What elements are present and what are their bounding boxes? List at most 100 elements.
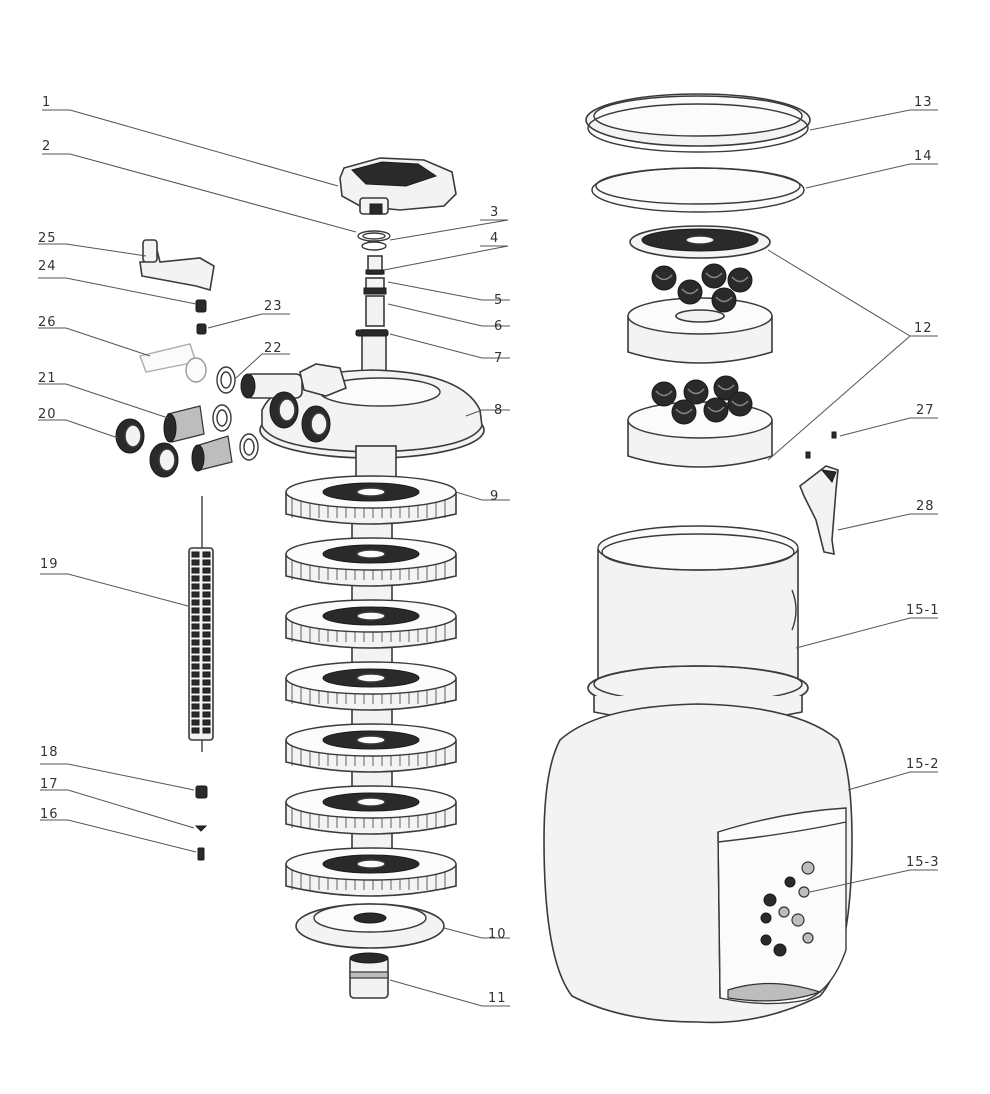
callout-14: 14 (914, 149, 933, 164)
tank-hole (760, 912, 772, 924)
part-disc-stack-9 (285, 475, 457, 897)
lateral-slot (191, 663, 200, 670)
lateral-slot (202, 663, 211, 670)
lateral-slot (202, 623, 211, 630)
lateral-disc (285, 599, 457, 679)
callout-17: 17 (40, 777, 59, 792)
lateral-slot (202, 711, 211, 718)
lateral-slot (191, 583, 200, 590)
part-stem-4 (365, 255, 385, 275)
callout-21: 21 (38, 371, 57, 386)
part-fitting-26 (139, 343, 207, 383)
filter-ball (701, 263, 727, 289)
part-seal-2 (361, 241, 387, 251)
lateral-slot (191, 551, 200, 558)
lateral-slot (191, 727, 200, 734)
tank-hole (763, 893, 777, 907)
lateral-slot (202, 719, 211, 726)
part-tank-upper-15-1 (587, 525, 809, 724)
lateral-slot (191, 711, 200, 718)
part-screw-27 (805, 431, 837, 459)
lateral-slot (191, 703, 200, 710)
callout-27: 27 (916, 403, 935, 418)
lateral-slot (191, 599, 200, 606)
lateral-slot (191, 719, 200, 726)
tank-hole (791, 913, 805, 927)
part-bushing-23 (196, 323, 207, 335)
part-base-plate-10 (295, 903, 445, 949)
lateral-slot (202, 687, 211, 694)
callout-11: 11 (488, 991, 507, 1006)
callout-15-3: 15-3 (906, 855, 940, 870)
callout-22: 22 (264, 341, 283, 356)
callout-24: 24 (38, 259, 57, 274)
filter-ball (703, 397, 729, 423)
part-tank-body-15-2 (543, 703, 853, 1024)
filter-ball (727, 391, 753, 417)
lateral-slot (191, 575, 200, 582)
filter-ball (651, 265, 677, 291)
filter-ball (727, 267, 753, 293)
lateral-slot (202, 599, 211, 606)
lateral-slot (202, 679, 211, 686)
part-cartridge-lower (627, 401, 773, 468)
part-lateral-19 (188, 496, 214, 752)
lateral-slot (191, 679, 200, 686)
lateral-slot (202, 559, 211, 566)
lateral-slot (202, 639, 211, 646)
lateral-slot (191, 655, 200, 662)
lateral-slot (202, 727, 211, 734)
callout-23: 23 (264, 299, 283, 314)
lateral-slot (191, 615, 200, 622)
lateral-slot (191, 671, 200, 678)
callout-7: 7 (494, 351, 503, 366)
part-balls-upper (651, 263, 753, 313)
lateral-slot (202, 583, 211, 590)
filter-ball (711, 287, 737, 313)
lateral-slot (202, 695, 211, 702)
lateral-disc (285, 475, 457, 555)
part-bracket-28 (799, 465, 839, 556)
lateral-slot (202, 567, 211, 574)
lateral-slot (191, 559, 200, 566)
lateral-slot (191, 623, 200, 630)
part-clip-17 (194, 825, 208, 832)
lateral-slot (202, 655, 211, 662)
tank-hole (784, 876, 796, 888)
part-oring-b (239, 433, 259, 461)
part-diffuser-plate (629, 225, 771, 259)
callout-20: 20 (38, 407, 57, 422)
filter-ball (677, 279, 703, 305)
callout-10: 10 (488, 927, 507, 942)
part-stem-6 (365, 295, 385, 327)
leader-lines (38, 109, 938, 1007)
callout-18: 18 (40, 745, 59, 760)
callout-3: 3 (490, 205, 499, 220)
lateral-disc (285, 847, 457, 897)
lateral-slot (202, 575, 211, 582)
part-oring-3 (357, 230, 391, 242)
part-valve-top-1 (339, 157, 457, 215)
part-strainer-21b (191, 435, 233, 472)
part-union-nut-20a (115, 418, 145, 454)
filter-ball (683, 379, 709, 405)
lateral-slot (202, 631, 211, 638)
part-tank-holes-15-3 (760, 861, 815, 957)
lateral-slot (202, 615, 211, 622)
part-clamp-ring-13 (585, 93, 811, 153)
callout-8: 8 (494, 403, 503, 418)
part-handle (139, 239, 215, 292)
callout-19: 19 (40, 557, 59, 572)
tank-hole (802, 932, 814, 944)
lateral-slot (202, 551, 211, 558)
filter-ball (671, 399, 697, 425)
part-balls-lower (651, 375, 753, 425)
part-strainer-21a (163, 405, 205, 443)
callout-12: 12 (914, 321, 933, 336)
callout-15-2: 15-2 (906, 757, 940, 772)
lateral-slot (191, 631, 200, 638)
part-gasket-14 (591, 167, 805, 213)
lateral-slot (202, 703, 211, 710)
part-bushing-24 (195, 299, 207, 313)
